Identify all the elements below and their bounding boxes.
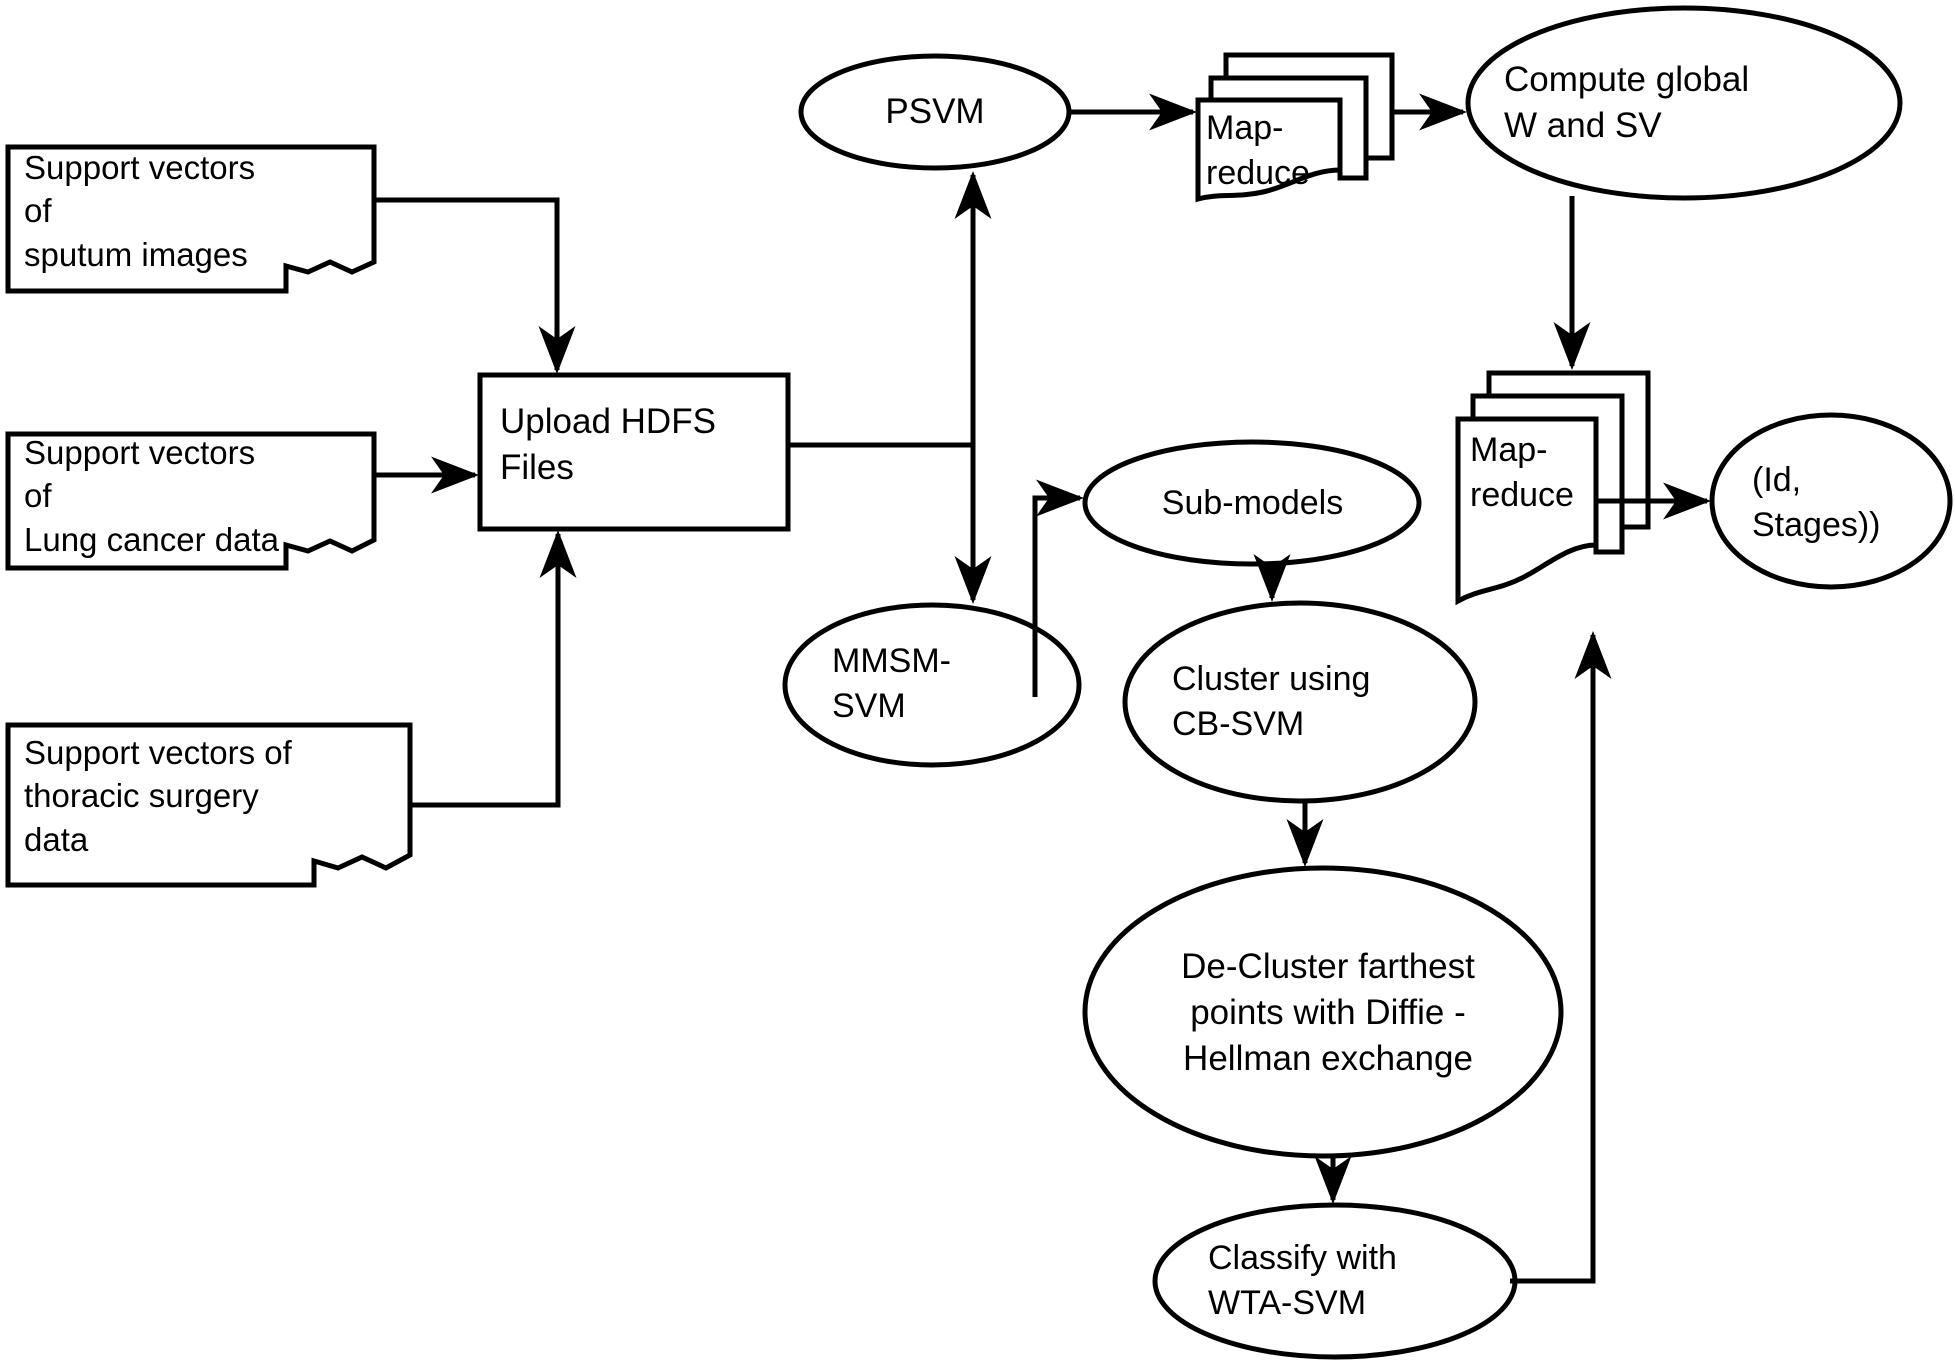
doc-shape-thoracic xyxy=(5,722,413,888)
ellipse-shape-psvm xyxy=(798,53,1072,171)
ellipse-shape-id-stages xyxy=(1709,412,1953,590)
ellipse-shape-compute-wsv xyxy=(1465,5,1903,201)
multidoc-shape-mapreduce-2 xyxy=(1455,370,1651,606)
box-shape-upload-hdfs xyxy=(477,372,791,532)
ellipse-shape-sub-models xyxy=(1082,439,1422,567)
ellipse-shape-decluster xyxy=(1082,865,1564,1159)
edge-mmsm-to-submodels xyxy=(1032,479,1085,697)
doc-shape-lung xyxy=(5,431,377,571)
doc-shape-sputum xyxy=(5,144,377,294)
multidoc-shape-mapreduce-1 xyxy=(1195,52,1395,203)
edge-sputum-to-upload xyxy=(374,197,576,375)
ellipse-shape-cluster-cbsvm xyxy=(1122,600,1478,804)
ellipse-shape-mmsm-svm xyxy=(782,602,1082,768)
edge-thoracic-to-upload xyxy=(410,529,577,808)
edge-classify-to-mapreduce2 xyxy=(1510,630,1612,1284)
ellipse-shape-classify-wta xyxy=(1152,1202,1518,1360)
